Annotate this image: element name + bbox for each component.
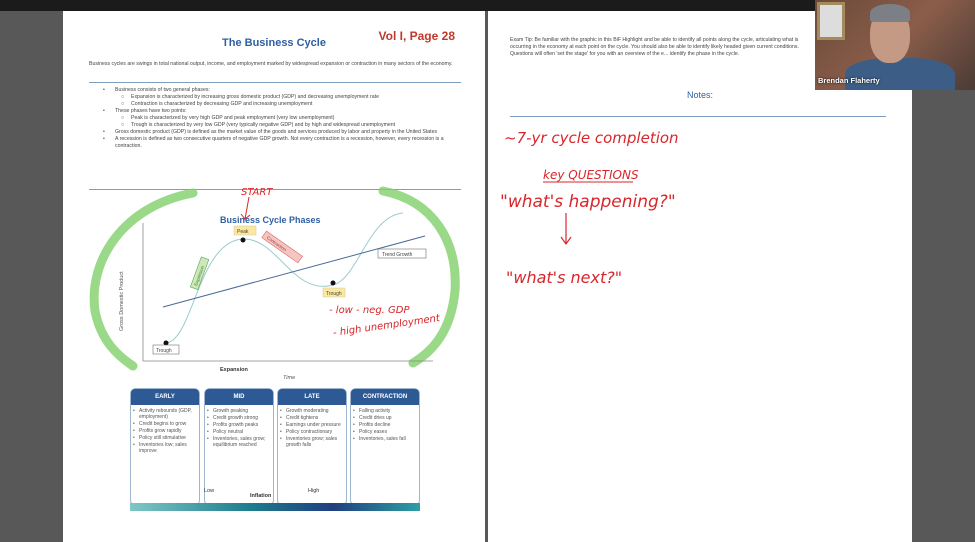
phase-item: Policy neutral xyxy=(207,429,270,435)
trend-growth-label: Trend Growth xyxy=(382,252,413,258)
inflation-low: Low xyxy=(204,488,215,494)
right-page: Exam Tip: Be familiar with the graphic i… xyxy=(488,11,912,542)
bullet: A recession is defined as two consecutiv… xyxy=(103,136,463,150)
phase-item: Falling activity xyxy=(353,408,416,414)
trough-point xyxy=(163,340,169,346)
trend-growth-label-box xyxy=(377,248,427,259)
phase-item: Inventories low; sales improve xyxy=(133,442,196,454)
phase-header: EARLY xyxy=(131,389,199,405)
participant-name: Brendan Flaherty xyxy=(818,76,880,85)
phase-mid: MID Growth peakingCredit growth strongPr… xyxy=(204,388,274,506)
phase-item: Earnings under pressure xyxy=(280,422,343,428)
bullet: These phases have two points: xyxy=(103,108,463,115)
x-axis-label: Time xyxy=(283,375,295,381)
trough-note: - high unemployment xyxy=(332,313,441,339)
phase-item: Growth peaking xyxy=(207,408,270,414)
page-title: The Business Cycle xyxy=(222,37,326,49)
arrow-icon xyxy=(240,196,251,220)
inflation-high: High xyxy=(308,488,320,494)
phase-item: Profits growth peaks xyxy=(207,422,270,428)
phase-item: Inventories, sales grow; equilibrium rea… xyxy=(207,436,270,448)
bullet-list: Business consists of two general phases:… xyxy=(103,87,463,150)
top-bar xyxy=(0,0,975,11)
phase-item: Inventories, sales fall xyxy=(353,436,416,442)
bullet: Expansion is characterized by increasing… xyxy=(103,94,463,101)
phase-contraction: CONTRACTION Falling activityCredit dries… xyxy=(350,388,420,506)
arrow-down-icon xyxy=(560,213,572,246)
question-2: "what's next?" xyxy=(506,268,622,287)
divider xyxy=(510,116,886,117)
phase-item: Policy contractionary xyxy=(280,429,343,435)
phase-item: Activity rebounds (GDP, employment) xyxy=(133,408,196,420)
bullet: Peak is characterized by very high GDP a… xyxy=(103,115,463,122)
webcam-video: Brendan Flaherty xyxy=(815,0,975,90)
peak-label: Peak xyxy=(237,229,249,235)
wall-picture xyxy=(817,2,845,40)
highlight-arc-right xyxy=(378,186,460,368)
trough-point xyxy=(330,280,336,286)
left-page: The Business Cycle Vol I, Page 28 Busine… xyxy=(63,11,485,542)
start-annotation: START xyxy=(241,187,273,198)
presenter-body xyxy=(845,58,955,90)
phase-header: LATE xyxy=(278,389,346,405)
trend-line xyxy=(162,235,426,308)
trough-label-box xyxy=(152,344,180,355)
y-axis-label: Gross Domestic Product xyxy=(119,271,125,331)
trough-note: - low - neg. GDP xyxy=(329,305,410,316)
business-cycle-diagram: Gross Domestic Product Time Business Cyc… xyxy=(89,186,460,381)
bullet: Business consists of two general phases: xyxy=(103,87,463,94)
trough-label: Trough xyxy=(156,348,172,354)
trough-label-box xyxy=(322,287,346,298)
contraction-tag: Contraction xyxy=(261,230,303,264)
intro-text: Business cycles are swings in total nati… xyxy=(89,61,453,67)
phase-item: Credit begins to grow xyxy=(133,421,196,427)
phase-early: EARLY Activity rebounds (GDP, employment… xyxy=(130,388,200,506)
divider xyxy=(89,82,461,83)
phase-item: Credit tightens xyxy=(280,415,343,421)
bullet: Trough is characterized by very low GDP … xyxy=(103,122,463,129)
question-1: "what's happening?" xyxy=(500,192,676,212)
phase-item: Profits grow rapidly xyxy=(133,428,196,434)
phase-item: Profits decline xyxy=(353,422,416,428)
handwritten-notes: ~7-yr cycle completion key QUESTIONS "wh… xyxy=(500,129,679,287)
phase-header: CONTRACTION xyxy=(351,389,419,405)
phase-item: Policy still stimulative xyxy=(133,435,196,441)
phase-item: Inventories grow; sales growth falls xyxy=(280,436,343,448)
cycle-note: ~7-yr cycle completion xyxy=(504,129,679,147)
phase-header: MID xyxy=(205,389,273,405)
phase-item: Credit growth strong xyxy=(207,415,270,421)
presenter-hair xyxy=(870,4,910,22)
bullet: Contraction is characterized by decreasi… xyxy=(103,101,463,108)
peak-point xyxy=(240,237,246,243)
volume-reference: Vol I, Page 28 xyxy=(378,29,455,43)
chart-title: Business Cycle Phases xyxy=(220,215,321,225)
peak-label-box xyxy=(233,225,257,236)
divider xyxy=(89,189,461,190)
phase-item: Growth moderating xyxy=(280,408,343,414)
inflation-gradient-bar xyxy=(130,503,420,511)
notes-heading: Notes: xyxy=(686,90,713,100)
key-questions-note: key QUESTIONS xyxy=(543,168,639,182)
expansion-heading: Expansion xyxy=(220,367,248,373)
exam-tip: Exam Tip: Be familiar with the graphic i… xyxy=(510,37,799,57)
phase-item: Credit dries up xyxy=(353,415,416,421)
bullet: Gross domestic product (GDP) is defined … xyxy=(103,129,463,136)
phase-item: Policy eases xyxy=(353,429,416,435)
trough-label: Trough xyxy=(326,291,342,297)
inflation-label: Inflation xyxy=(250,493,272,499)
phase-late: LATE Growth moderatingCredit tightensEar… xyxy=(277,388,347,506)
highlight-arc-left xyxy=(89,188,198,371)
